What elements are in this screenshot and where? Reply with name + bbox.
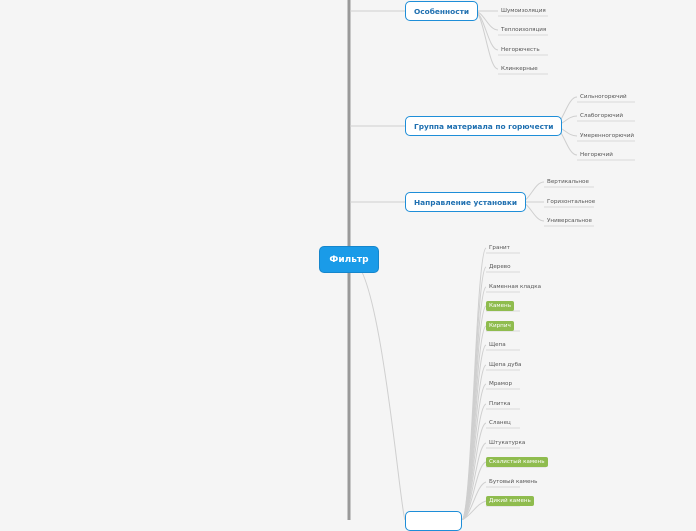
mind-map-canvas: Фильтр Особенности Группа материала по г…	[319, 0, 635, 531]
leaf-noise-insulation[interactable]: Шумоизоляция	[501, 8, 546, 14]
leaf-clinker[interactable]: Клинкерные	[501, 66, 538, 72]
topic-texture[interactable]	[405, 511, 462, 531]
leaf-rubble-stone[interactable]: Бутовый камень	[489, 479, 538, 485]
root-topic-filter[interactable]: Фильтр	[319, 246, 379, 273]
leaf-highly-flammable[interactable]: Сильногорючий	[580, 94, 627, 100]
topic-flammability-group[interactable]: Группа материала по горючести	[405, 116, 563, 136]
topic-features[interactable]: Особенности	[405, 1, 479, 21]
leaf-tile[interactable]: Плитка	[489, 401, 511, 407]
leaf-chips[interactable]: Щепа	[489, 342, 506, 348]
leaf-non-flammable[interactable]: Негорючий	[580, 152, 613, 158]
leaf-granite[interactable]: Гранит	[489, 245, 510, 251]
leaf-plaster[interactable]: Штукатурка	[489, 440, 526, 446]
leaf-wild-stone[interactable]: Дикий камень	[486, 496, 534, 506]
leaf-oak-chips[interactable]: Щепа дуба	[489, 362, 522, 368]
leaf-heat-insulation[interactable]: Теплоизоляция	[501, 27, 547, 33]
leaf-moderately-flammable[interactable]: Умеренногорючий	[580, 133, 634, 139]
leaf-slightly-flammable[interactable]: Слабогорючий	[580, 113, 623, 119]
leaf-universal[interactable]: Универсальное	[547, 218, 592, 224]
leaf-vertical[interactable]: Вертикальное	[547, 179, 589, 185]
leaf-rocky-stone[interactable]: Скалистый камень	[486, 457, 548, 467]
leaf-stone[interactable]: Камень	[486, 301, 515, 311]
leaf-masonry[interactable]: Каменная кладка	[489, 284, 542, 290]
branch-line	[350, 259, 406, 520]
leaf-connector	[461, 500, 487, 520]
leaf-brick[interactable]: Кирпич	[486, 321, 514, 331]
leaf-wood[interactable]: Дерево	[489, 264, 511, 270]
leaf-horizontal[interactable]: Горизонтальное	[547, 199, 596, 205]
topic-installation-direction[interactable]: Направление установки	[405, 192, 527, 212]
leaf-slate[interactable]: Сланец	[489, 420, 511, 426]
leaf-non-combustibility[interactable]: Негорючесть	[501, 47, 540, 53]
leaf-marble[interactable]: Мрамор	[489, 381, 512, 387]
